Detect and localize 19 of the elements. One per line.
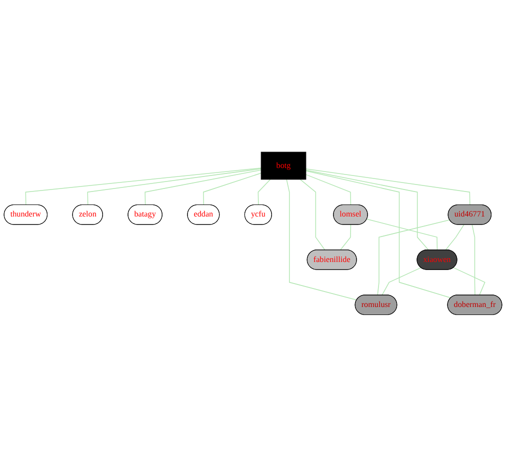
connector <box>445 224 464 250</box>
connector <box>300 178 326 250</box>
connector <box>453 266 486 296</box>
connector <box>382 266 422 296</box>
connector <box>306 170 452 298</box>
connector <box>377 219 450 296</box>
connector <box>87 168 262 205</box>
connector <box>472 224 476 296</box>
node-box: botg <box>260 151 306 180</box>
connector <box>306 168 470 205</box>
connector <box>366 218 438 250</box>
connector <box>144 169 262 205</box>
connector <box>203 172 262 205</box>
connector <box>258 178 271 205</box>
connector <box>306 174 352 205</box>
connector <box>25 167 262 205</box>
connector <box>306 169 429 250</box>
connector <box>340 224 352 250</box>
connector <box>286 178 358 300</box>
